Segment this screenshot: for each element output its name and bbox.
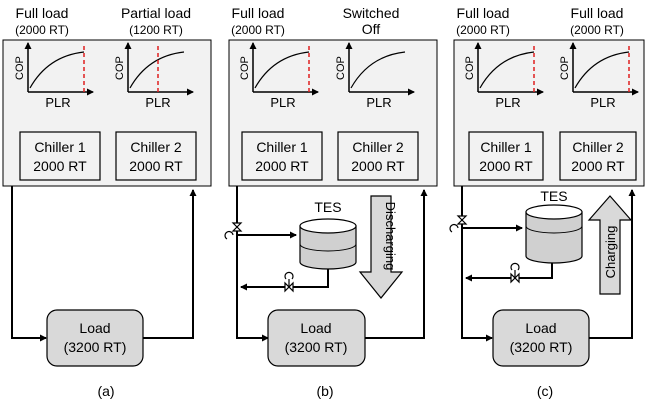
- c-arrow-label: Charging: [603, 226, 618, 279]
- c-cop-label-2: COP: [559, 56, 571, 80]
- b-discharging-arrow: Discharging: [358, 195, 404, 299]
- a-chiller2-mode: Partial load: [121, 5, 191, 21]
- c-tes-tank: TES: [525, 188, 583, 264]
- b-chiller2-mode-line2: Off: [362, 21, 381, 37]
- b-chiller-2: [337, 131, 419, 181]
- panel-c: Full load (2000 RT) Full load (2000 RT) …: [449, 5, 645, 399]
- b-tes-tank: TES: [299, 199, 357, 270]
- c-caption: (c): [537, 383, 553, 399]
- b-chiller2-mode-line1: Switched: [343, 5, 400, 21]
- a-plr-label-2: PLR: [145, 95, 170, 110]
- a-chiller1-cap: (2000 RT): [15, 23, 69, 37]
- b-load-name: Load: [300, 320, 331, 336]
- b-return-pipe: [365, 189, 428, 339]
- a-chiller1-name: Chiller 1: [34, 139, 86, 155]
- c-chiller2-name: Chiller 2: [572, 139, 624, 155]
- c-load-box: [492, 309, 590, 367]
- c-load-name: Load: [525, 320, 556, 336]
- a-chiller-1: [19, 131, 101, 181]
- c-charging-arrow: Charging: [587, 195, 633, 295]
- b-supply-pipe: [236, 186, 269, 342]
- a-load-box: [46, 309, 144, 367]
- a-return-pipe: [143, 189, 197, 339]
- a-cop-label-1: COP: [14, 56, 26, 80]
- a-load-name: Load: [79, 320, 110, 336]
- b-chiller1-name: Chiller 1: [256, 139, 308, 155]
- b-plr-label-1: PLR: [270, 95, 295, 110]
- b-chiller1-cap: (2000 RT): [231, 23, 285, 37]
- b-cop-chart-1: COP PLR: [239, 42, 319, 110]
- c-chiller1-rating: 2000 RT: [479, 158, 533, 174]
- c-chiller2-cap: (2000 RT): [570, 23, 624, 37]
- c-tes-label: TES: [540, 188, 567, 204]
- a-chiller1-mode: Full load: [16, 5, 69, 21]
- c-chiller2-rating: 2000 RT: [571, 158, 625, 174]
- c-chiller1-mode: Full load: [457, 5, 510, 21]
- a-load-rating: (3200 RT): [64, 339, 127, 355]
- b-cop-label-2: COP: [335, 56, 347, 80]
- panel-a: Full load (2000 RT) Partial load (1200 R…: [2, 5, 212, 399]
- a-cop-chart-1: COP PLR: [14, 42, 94, 110]
- b-plr-label-2: PLR: [366, 95, 391, 110]
- b-caption: (b): [316, 383, 333, 399]
- b-load-rating: (3200 RT): [285, 339, 348, 355]
- b-tes-valve: [284, 271, 294, 293]
- c-chiller-2: [559, 131, 637, 181]
- b-tes-label: TES: [314, 199, 341, 215]
- c-bypass-valve: [449, 215, 468, 233]
- a-chiller-2: [115, 131, 197, 181]
- c-load-rating: (3200 RT): [510, 339, 573, 355]
- a-chiller2-cap: (1200 RT): [129, 23, 183, 37]
- a-caption: (a): [97, 383, 114, 399]
- b-chiller1-rating: 2000 RT: [255, 158, 309, 174]
- a-chiller1-rating: 2000 RT: [33, 158, 87, 174]
- b-chiller2-rating: 2000 RT: [351, 158, 405, 174]
- c-chiller1-name: Chiller 1: [480, 139, 532, 155]
- c-plr-label-1: PLR: [495, 95, 520, 110]
- c-cop-chart-1: COP PLR: [464, 42, 544, 110]
- c-chiller1-cap: (2000 RT): [456, 23, 510, 37]
- c-tes-valve: [510, 262, 520, 284]
- b-chiller-1: [241, 131, 323, 181]
- c-cop-chart-2: COP PLR: [559, 42, 639, 110]
- b-arrow-label: Discharging: [383, 202, 398, 271]
- b-bypass-valve: [224, 222, 243, 240]
- c-chiller2-mode: Full load: [571, 5, 624, 21]
- b-load-box: [267, 309, 366, 367]
- b-chiller2-name: Chiller 2: [352, 139, 404, 155]
- c-supply-pipe: [461, 186, 493, 342]
- b-cop-label-1: COP: [239, 56, 251, 80]
- c-cop-label-1: COP: [464, 56, 476, 80]
- a-chiller2-name: Chiller 2: [130, 139, 182, 155]
- c-plr-label-2: PLR: [590, 95, 615, 110]
- a-cop-chart-2: COP PLR: [114, 42, 194, 110]
- a-chiller2-rating: 2000 RT: [129, 158, 183, 174]
- b-cop-chart-2: COP PLR: [335, 42, 415, 110]
- a-supply-pipe: [11, 186, 47, 342]
- a-cop-label-2: COP: [114, 56, 126, 80]
- a-plr-label-1: PLR: [45, 95, 70, 110]
- c-return-pipe: [589, 189, 636, 339]
- panel-b: Full load (2000 RT) Switched Off COP PLR…: [224, 5, 438, 399]
- b-tes-outlet-pipe: [240, 268, 329, 291]
- c-tes-outlet-pipe: [465, 262, 553, 282]
- c-chiller-1: [468, 131, 544, 181]
- b-chiller1-mode: Full load: [232, 5, 285, 21]
